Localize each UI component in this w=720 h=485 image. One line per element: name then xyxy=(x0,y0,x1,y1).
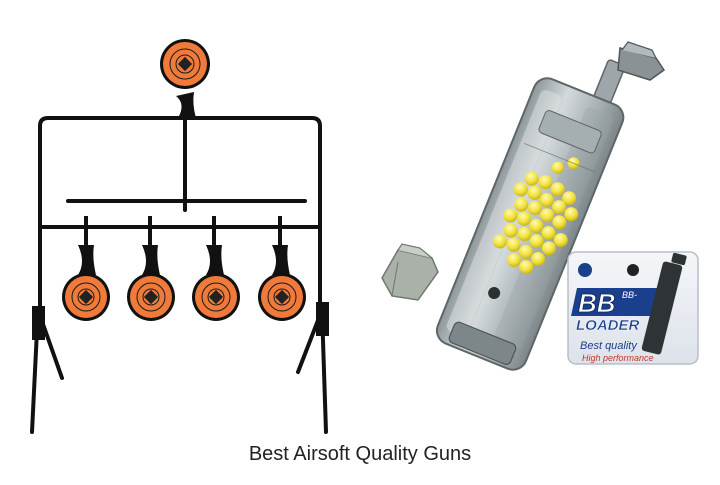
package-line2: High performance xyxy=(582,353,654,363)
top-target xyxy=(160,39,210,118)
lower-target-1 xyxy=(62,216,110,321)
caption: Best Airsoft Quality Guns xyxy=(248,443,472,465)
package-title: BB xyxy=(578,288,616,318)
package-subtitle: LOADER xyxy=(576,317,640,334)
spinner-target xyxy=(30,39,329,434)
loader-cap xyxy=(381,243,439,301)
lower-target-3 xyxy=(192,216,240,321)
package-tag: BB- xyxy=(622,290,637,300)
lower-target-2 xyxy=(127,216,175,321)
loader-body xyxy=(435,77,625,371)
package-line1: Best quality xyxy=(580,340,638,352)
bb-pellets xyxy=(492,157,580,275)
loader-package: BB BB- LOADER Best quality High performa… xyxy=(567,251,699,365)
lower-target-4 xyxy=(258,216,306,321)
bb-loader: BB BB- LOADER Best quality High performa… xyxy=(381,41,699,371)
